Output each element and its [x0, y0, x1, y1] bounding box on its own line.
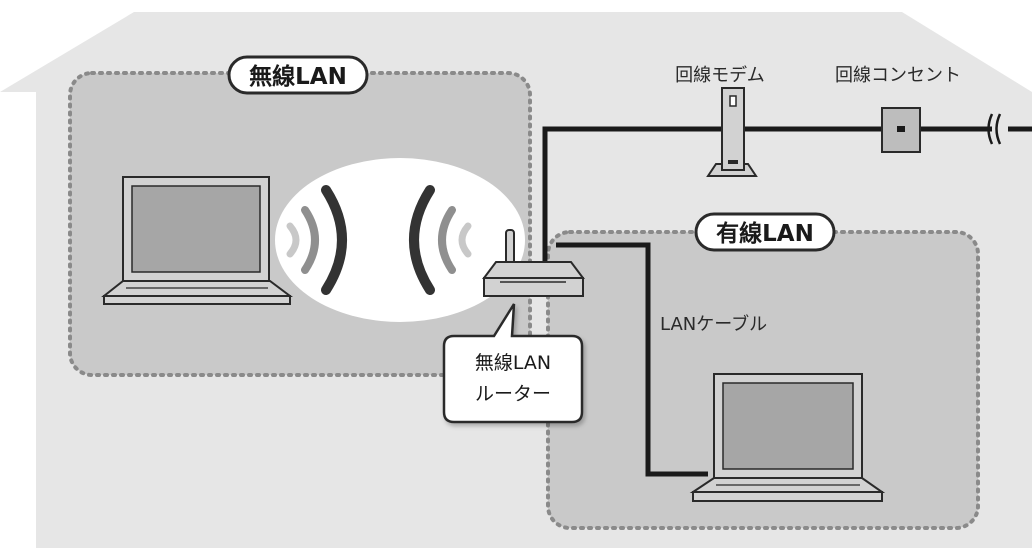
lan-cable [556, 242, 708, 477]
laptop-icon-wired [689, 373, 886, 502]
outlet-label: 回線コンセント [835, 65, 961, 86]
signal-area [275, 158, 525, 322]
line-break-symbol [987, 113, 1002, 145]
modem-icon [706, 87, 758, 177]
wired-lan-label: 有線LAN [716, 220, 814, 247]
wall-outlet-icon [881, 107, 921, 153]
router-callout [442, 303, 584, 424]
laptop-icon-wireless [101, 176, 293, 305]
lan-cable-label: LANケーブル [660, 313, 767, 335]
wireless-lan-label: 無線LAN [249, 63, 347, 90]
modem-label: 回線モデム [675, 65, 765, 86]
router-label-line1: 無線LAN [475, 352, 551, 374]
wireless-signal-icon [286, 185, 472, 295]
wired-lan-badge: 有線LAN [694, 212, 836, 252]
cable-router-to-outlet [542, 126, 992, 265]
router-label-line2: ルーター [475, 383, 551, 405]
wireless-lan-badge: 無線LAN [227, 55, 369, 95]
router-icon [482, 229, 585, 297]
